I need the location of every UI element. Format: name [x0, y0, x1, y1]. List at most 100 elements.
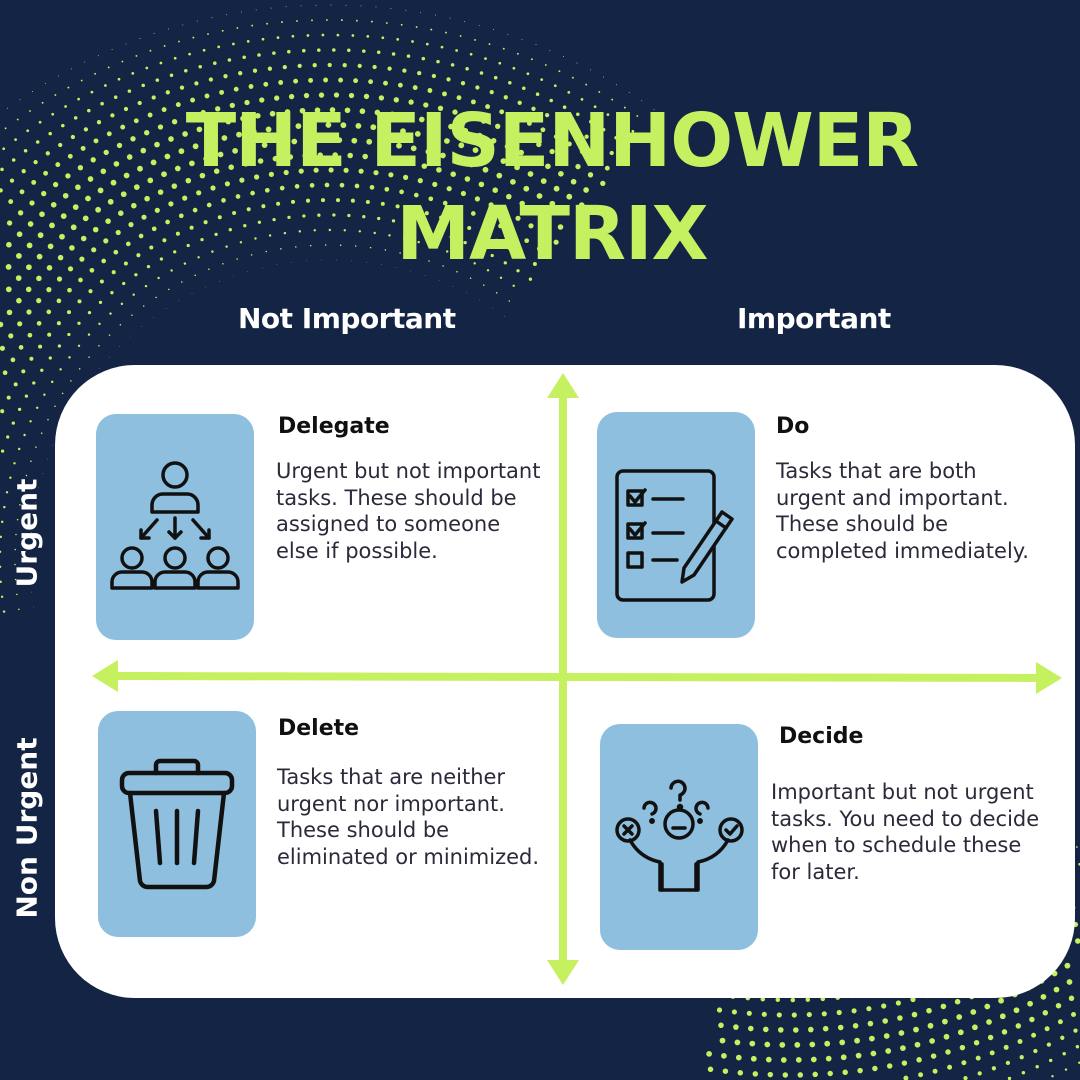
- decorative-dot: [345, 4, 347, 6]
- decorative-dot: [11, 158, 16, 162]
- decorative-dot: [257, 158, 264, 164]
- decorative-dot: [428, 196, 434, 202]
- decorative-dot: [350, 198, 355, 203]
- decorative-dot: [324, 244, 327, 246]
- decorative-dot: [460, 81, 466, 86]
- decorative-dot: [303, 92, 310, 99]
- decorative-dot: [282, 64, 287, 70]
- decorative-dot: [13, 462, 16, 465]
- decorative-dot: [313, 167, 319, 173]
- decorative-dot: [535, 92, 540, 96]
- decorative-dot: [329, 107, 336, 113]
- decorative-dot: [165, 219, 170, 225]
- decorative-dot: [1001, 1029, 1008, 1035]
- decorative-dot: [217, 151, 224, 158]
- decorative-dot: [436, 59, 440, 64]
- decorative-dot: [48, 356, 52, 360]
- confused-person-icon: [615, 779, 744, 892]
- decorative-dot: [168, 136, 174, 142]
- decorative-dot: [57, 254, 64, 261]
- decorative-dot: [1068, 995, 1075, 1002]
- decorative-dot: [100, 168, 107, 175]
- decorative-dot: [67, 287, 72, 293]
- decorative-dot: [513, 114, 519, 120]
- decorative-dot: [1071, 1012, 1076, 1017]
- decorative-dot: [881, 1003, 887, 1009]
- decorative-dot: [351, 34, 355, 37]
- decorative-dot: [836, 1009, 842, 1016]
- decorative-dot: [531, 156, 538, 163]
- decorative-dot: [16, 297, 22, 304]
- decorative-dot: [930, 1053, 937, 1059]
- decorative-dot: [549, 98, 553, 103]
- decorative-dot: [251, 24, 254, 27]
- decorative-dot: [107, 198, 114, 205]
- decorative-dot: [141, 83, 145, 88]
- decorative-dot: [276, 140, 283, 146]
- decorative-dot: [779, 1042, 786, 1048]
- decorative-dot: [240, 115, 246, 122]
- decorative-dot: [25, 474, 28, 477]
- decorative-dot: [733, 1024, 739, 1030]
- decorative-dot: [999, 1013, 1006, 1020]
- decorative-dot: [369, 185, 375, 190]
- decorative-dot: [232, 42, 235, 46]
- decorative-dot: [1053, 986, 1060, 993]
- decorative-dot: [370, 124, 377, 131]
- decorative-dot: [503, 261, 507, 265]
- delete-description: Tasks that are neither urgent nor import…: [277, 765, 540, 870]
- decorative-dot: [110, 291, 114, 295]
- decorative-dot: [30, 546, 31, 548]
- decorative-dot: [51, 112, 55, 116]
- decorative-dot: [131, 72, 135, 75]
- decorative-dot: [1013, 1007, 1020, 1014]
- decorative-dot: [840, 1054, 847, 1061]
- decorative-dot: [425, 42, 429, 46]
- decorative-dot: [872, 1065, 878, 1072]
- decorative-dot: [9, 178, 15, 183]
- decorative-dot: [464, 21, 466, 23]
- decorative-dot: [553, 185, 560, 192]
- decorative-dot: [363, 93, 370, 100]
- decorative-dot: [250, 190, 255, 196]
- decorative-dot: [869, 1035, 875, 1042]
- decorative-dot: [184, 69, 188, 73]
- decorative-dot: [372, 64, 377, 70]
- decorative-dot: [115, 229, 121, 236]
- decorative-dot: [229, 102, 235, 109]
- decorative-dot: [182, 195, 188, 201]
- decorative-dot: [1060, 1035, 1065, 1040]
- decorative-dot: [67, 332, 71, 337]
- decorative-dot: [36, 321, 42, 326]
- decorative-dot: [913, 1026, 919, 1033]
- decorative-dot: [77, 165, 84, 171]
- decorative-dot: [973, 1039, 980, 1046]
- decorative-dot: [276, 201, 281, 206]
- decorative-dot: [484, 57, 487, 60]
- decorative-dot: [414, 131, 421, 137]
- decorative-dot: [402, 68, 407, 73]
- checklist-pencil-icon: [615, 469, 734, 602]
- decorative-dot: [58, 142, 63, 148]
- decorative-dot: [36, 298, 42, 304]
- decorative-dot: [498, 223, 503, 229]
- decorative-dot: [17, 447, 21, 451]
- decorative-dot: [507, 33, 509, 35]
- decorative-dot: [94, 72, 97, 75]
- decorative-dot: [914, 1041, 921, 1048]
- decorative-dot: [368, 79, 374, 85]
- decorative-dot: [98, 368, 100, 369]
- decorative-dot: [26, 242, 33, 249]
- decorative-dot: [264, 187, 270, 193]
- decorative-dot: [300, 5, 302, 7]
- decorative-dot: [544, 112, 550, 118]
- decorative-dot: [118, 210, 124, 216]
- decorative-dot: [395, 267, 397, 268]
- decorative-dot: [328, 167, 334, 173]
- decorative-dot: [317, 213, 321, 217]
- decorative-dot: [570, 178, 577, 185]
- decorative-dot: [536, 141, 542, 148]
- decorative-dot: [358, 230, 362, 233]
- decorative-dot: [228, 228, 232, 232]
